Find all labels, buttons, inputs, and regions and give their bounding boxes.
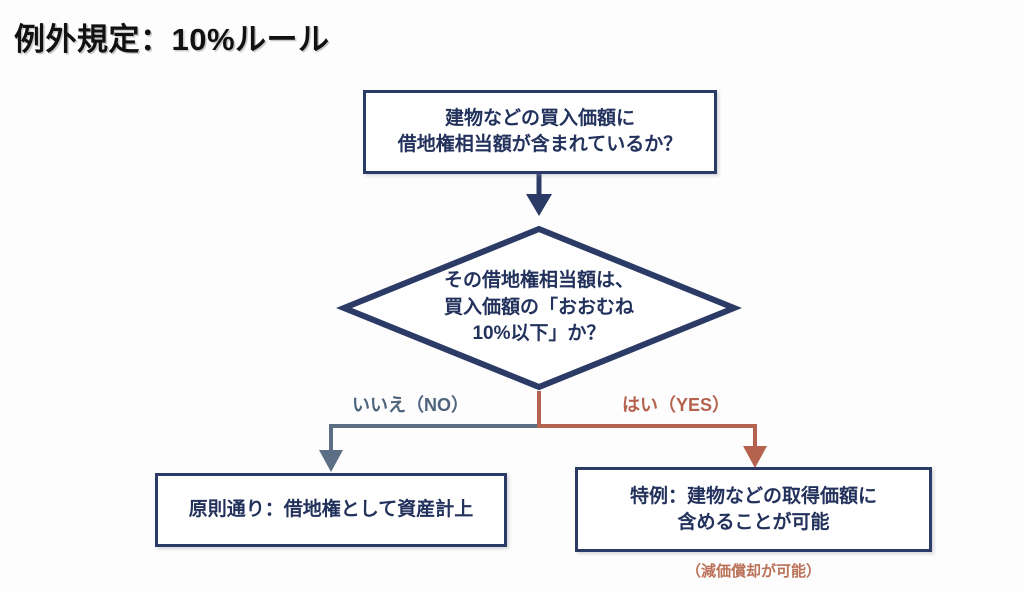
node-outcome-yes-line-1: 特例：建物などの取得価額に [629, 485, 877, 507]
branch-label-yes: はい（YES） [622, 395, 731, 415]
node-decision-line-1: その借地権相当額は、 [443, 270, 634, 292]
edge-question-to-decision-arrowhead [526, 194, 552, 216]
node-decision-shape [336, 225, 742, 391]
node-outcome-yes-line-2: 含めることが可能 [677, 511, 830, 533]
node-question-text: 建物などの買入価額に 借地権相当額が含まれているか？ [398, 106, 682, 157]
page-title: 例外規定：10%ルール [14, 22, 330, 57]
edge-decision-to-outcome-no [319, 424, 541, 472]
node-outcome-no[interactable]: 原則通り：借地権として資産計上 [155, 473, 507, 547]
node-decision-line-2: 買入価額の「おおむね [443, 296, 634, 318]
node-outcome-no-line-1: 原則通り：借地権として資産計上 [188, 499, 474, 521]
node-decision[interactable]: その借地権相当額は、 買入価額の「おおむね 10%以下」か？ [336, 225, 742, 391]
node-decision-diamond-path [336, 225, 742, 391]
node-outcome-yes-text: 特例：建物などの取得価額に 含めることが可能 [630, 484, 877, 535]
edge-no-arrowhead [319, 450, 343, 472]
node-outcome-no-text: 原則通り：借地権として資産計上 [189, 497, 473, 523]
edge-question-to-decision [526, 174, 552, 216]
node-decision-text: その借地権相当額は、 買入価額の「おおむね 10%以下」か？ [340, 225, 738, 391]
node-question-line-2: 借地権相当額が含まれているか？ [397, 134, 683, 155]
node-decision-line-3: 10%以下」か？ [472, 323, 606, 345]
caption-depreciation: （減価償却が可能） [685, 563, 821, 580]
edge-yes-arrowhead [743, 446, 767, 468]
node-question[interactable]: 建物などの買入価額に 借地権相当額が含まれているか？ [363, 90, 717, 174]
node-outcome-yes[interactable]: 特例：建物などの取得価額に 含めることが可能 [575, 467, 932, 552]
node-question-line-1: 建物などの買入価額に [444, 108, 635, 130]
edge-decision-to-outcome-yes [537, 424, 767, 468]
branch-label-no: いいえ（NO） [352, 395, 469, 415]
